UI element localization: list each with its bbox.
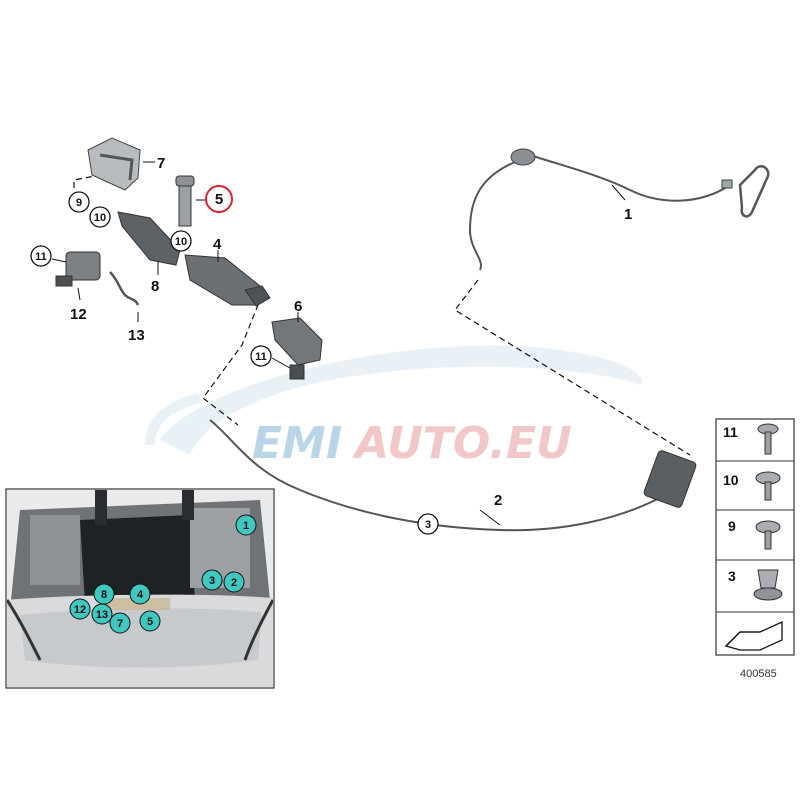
car-marker-7: 7 <box>109 612 131 634</box>
car-marker-1: 1 <box>235 514 257 536</box>
label-13: 13 <box>128 327 145 344</box>
circled-label-9: 9 <box>68 191 90 213</box>
label-8: 8 <box>151 278 159 295</box>
part-4-hood-lock <box>184 250 271 307</box>
car-marker-2: 2 <box>223 571 245 593</box>
svg-text:1: 1 <box>243 520 249 532</box>
part-number-labels: 1 2 4 6 7 8 12 13 <box>70 155 632 509</box>
svg-text:10: 10 <box>723 472 739 488</box>
car-marker-4: 4 <box>129 583 151 605</box>
svg-text:8: 8 <box>101 589 107 601</box>
svg-text:12: 12 <box>74 604 86 616</box>
svg-text:11: 11 <box>35 251 47 263</box>
watermark-left-text: EMI <box>252 418 342 469</box>
circled-labels: 3 9 10 10 11 11 5 <box>30 185 439 535</box>
svg-text:3: 3 <box>209 575 215 587</box>
fastener-panel: 11 10 9 3 <box>715 418 795 656</box>
svg-text:10: 10 <box>94 212 106 224</box>
svg-text:9: 9 <box>76 197 82 209</box>
svg-text:5: 5 <box>215 191 223 208</box>
svg-text:11: 11 <box>255 351 267 363</box>
circled-label-10-b: 10 <box>170 230 192 252</box>
label-1: 1 <box>624 206 632 223</box>
circled-label-11-b: 11 <box>250 345 272 367</box>
part-6-switch <box>271 312 323 380</box>
watermark: EMI AUTO.EU <box>145 345 642 469</box>
svg-text:4: 4 <box>137 589 144 601</box>
fastener-10: 10 <box>723 471 781 501</box>
circled-label-10-a: 10 <box>89 206 111 228</box>
fastener-11: 11 <box>723 423 779 455</box>
svg-text:2: 2 <box>231 577 237 589</box>
label-6: 6 <box>294 298 302 315</box>
label-4: 4 <box>213 236 222 253</box>
label-12: 12 <box>70 306 87 323</box>
svg-text:11: 11 <box>723 424 738 440</box>
leader-lines <box>73 174 691 456</box>
part-13-wire <box>109 271 140 322</box>
label-2: 2 <box>494 492 502 509</box>
car-marker-13: 13 <box>91 603 113 625</box>
svg-text:13: 13 <box>96 609 108 621</box>
part-7-bracket <box>87 137 155 191</box>
svg-text:3: 3 <box>728 568 736 584</box>
car-marker-3: 3 <box>201 569 223 591</box>
watermark-right-text: AUTO.EU <box>352 418 572 469</box>
direction-arrow-icon <box>724 620 783 651</box>
circled-label-5-highlighted: 5 <box>205 185 233 213</box>
fastener-3-clip: 3 <box>728 568 783 601</box>
car-marker-8: 8 <box>93 583 115 605</box>
svg-text:9: 9 <box>728 518 736 534</box>
release-cable-1 <box>468 148 770 271</box>
part-8-plate <box>117 211 181 275</box>
svg-text:10: 10 <box>175 236 187 248</box>
circled-label-11-a: 11 <box>30 245 52 267</box>
part-11-actuator <box>51 251 101 301</box>
fastener-9: 9 <box>728 518 781 550</box>
car-inset: 1 2 3 4 5 7 8 12 <box>5 488 275 689</box>
car-marker-12: 12 <box>69 598 91 620</box>
reference-number: 400585 <box>740 668 777 680</box>
circled-label-3: 3 <box>417 513 439 535</box>
label-7: 7 <box>157 155 165 172</box>
svg-text:7: 7 <box>117 618 123 630</box>
part-5-bolt <box>175 175 208 227</box>
svg-text:3: 3 <box>425 519 431 531</box>
svg-text:5: 5 <box>147 616 153 628</box>
car-marker-5: 5 <box>139 610 161 632</box>
release-cable-2 <box>209 419 697 532</box>
